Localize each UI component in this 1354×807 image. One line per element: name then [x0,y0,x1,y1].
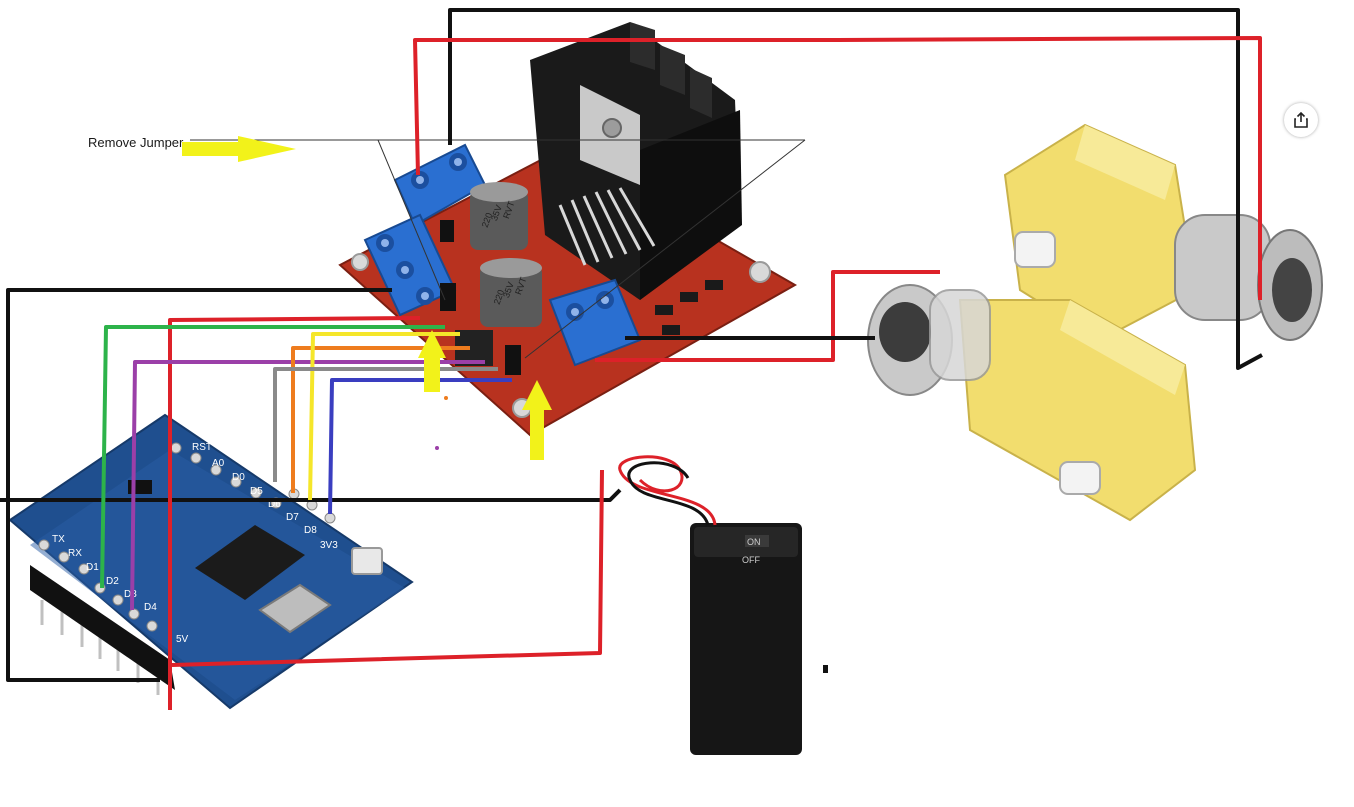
arrow-right-icon [182,136,296,162]
wire-red-power [168,316,421,710]
heatsink [530,22,742,300]
wire-black-ground [0,488,622,502]
driver-ic-pins [558,187,656,266]
wire-orange [291,346,470,493]
wire-blue [328,378,512,515]
cap2-label-top: 220 [492,288,507,306]
pin-label-d8: D8 [304,525,317,536]
microcontroller-board: TX RX D1 D2 D3 D4 RST A0 D0 D5 D6 D7 D8 … [8,413,414,710]
indicator-arrows [182,136,552,460]
motor-2 [867,284,1197,522]
pin-label-d0: D0 [232,472,245,483]
wires [0,8,1263,710]
pin-label-a0: A0 [212,458,225,469]
battery-label-on: ON [747,537,761,547]
pin-label-5v: 5V [176,634,189,645]
motor-1 [1003,123,1323,342]
wire-black-left-loop [6,288,392,682]
battery-case [690,523,802,755]
pin-label-d4: D4 [144,602,157,613]
wire-red-top [413,36,1262,300]
arrow-up-icon [418,330,446,392]
pin-label-rx: RX [68,548,82,559]
battery-switch [745,535,769,547]
capacitor-1: 220 35V RVT [470,182,528,250]
wire-red-motor2 [595,270,940,362]
annotation-lines [190,139,806,359]
terminal-block-power [393,143,487,227]
pin-label-d5: D5 [250,486,263,497]
wire-red-battery [171,469,604,667]
smd-components [655,280,723,335]
wire-green [100,325,445,589]
usb-serial-chip [195,525,305,600]
jumper-enable-a [440,283,456,311]
pin-label-d1: D1 [86,562,99,573]
pin-label-d2: D2 [106,576,119,587]
pin-label-tx: TX [52,534,65,545]
controller-pin-labels: TX RX D1 D2 D3 D4 RST A0 D0 D5 D6 D7 D8 … [52,442,338,645]
pin-label-3v3: 3V3 [320,540,338,551]
battery-pack: ON OFF [618,455,802,755]
wire-purple [130,360,485,611]
remove-jumper-annotation: Remove Jumper [88,135,184,150]
share-icon [1294,111,1308,128]
jumper-enable-b [505,345,521,375]
pin-label-d7: D7 [286,512,299,523]
battery-label-off: OFF [742,555,760,565]
micro-usb-port [258,583,332,634]
motor-driver-board: 220 35V RVT 220 35V RVT [338,22,798,437]
arrow-up-icon [522,380,552,460]
jumper-5v [440,220,454,242]
share-button[interactable] [1284,103,1318,137]
wire-yellow [308,332,460,501]
pin-label-d6: D6 [268,499,281,510]
cap1-label-top: 220 [480,211,495,229]
capacitor-2: 220 35V RVT [480,258,542,327]
wire-gray [273,367,498,482]
battery-leads [618,455,717,526]
wire-black-top [448,8,1263,370]
pin-label-rst: RST [192,442,212,453]
terminal-block-motor-a [363,213,457,317]
reset-button [351,547,383,575]
